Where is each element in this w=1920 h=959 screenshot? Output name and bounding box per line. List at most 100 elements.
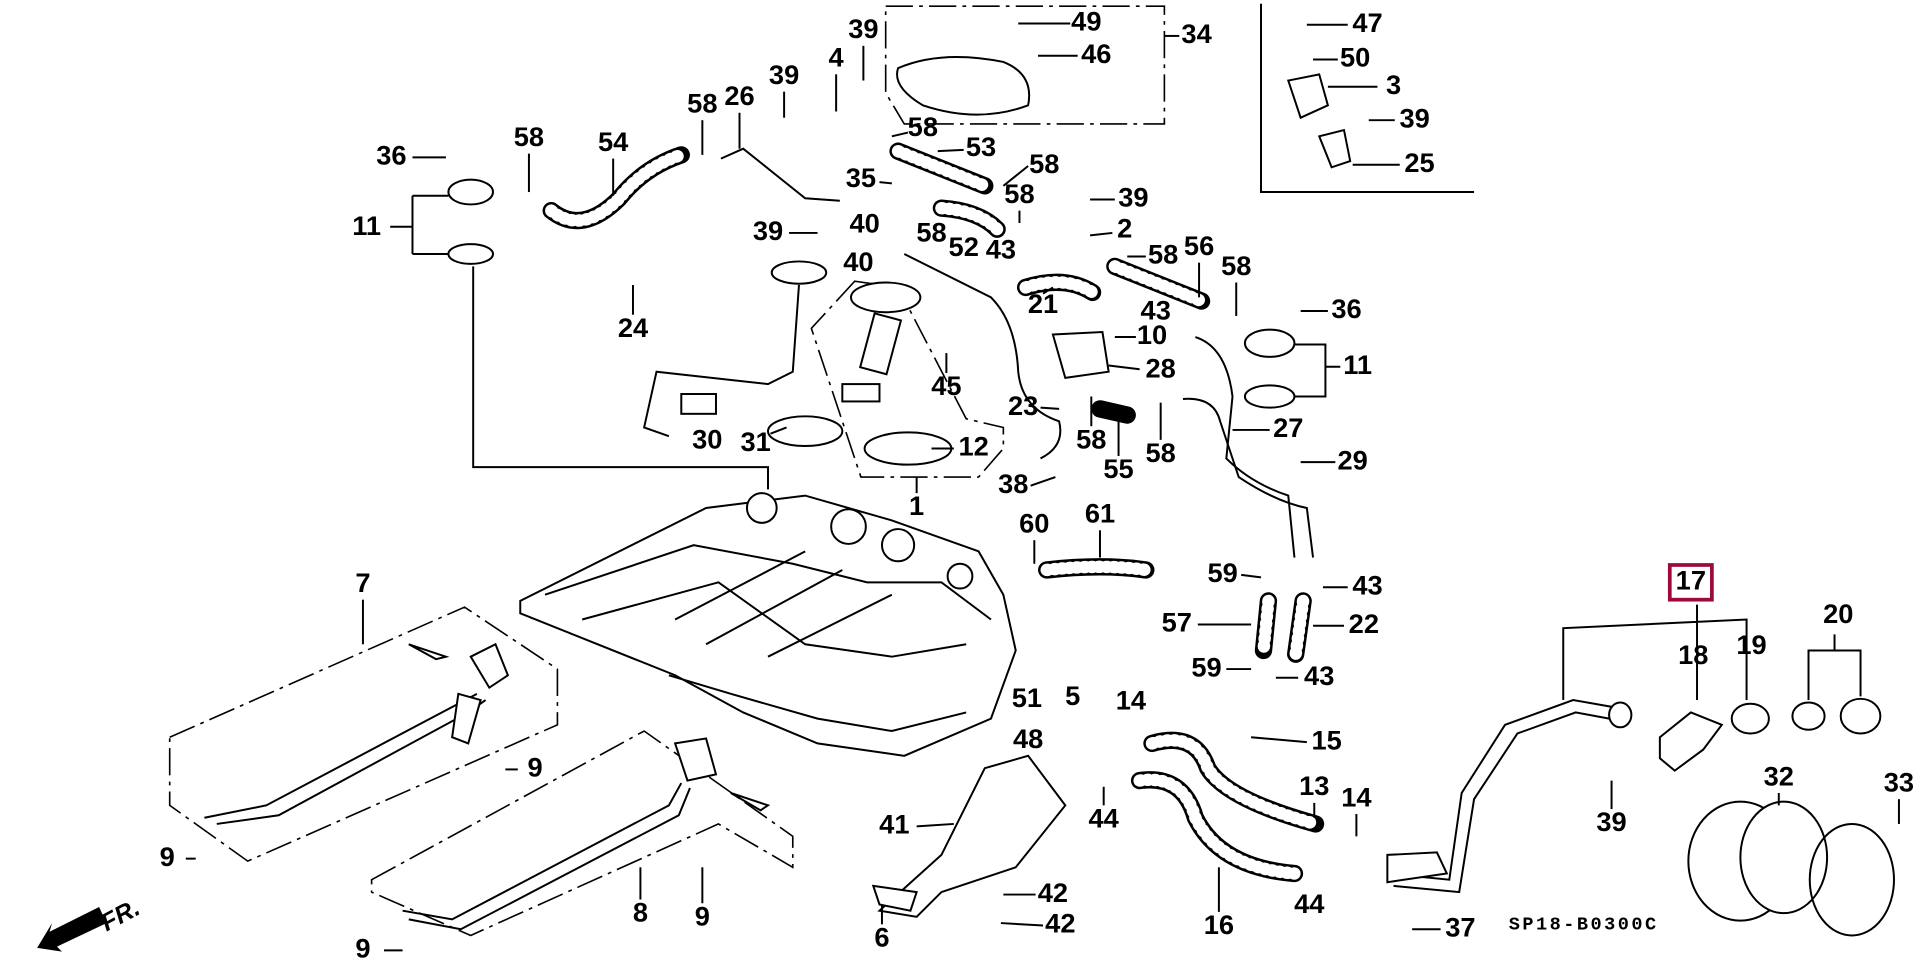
part-callout-4[interactable]: 4 (829, 42, 845, 73)
hose-16[interactable] (1130, 771, 1304, 883)
part-callout-39[interactable]: 39 (848, 13, 878, 44)
part-callout-7[interactable]: 7 (355, 567, 370, 598)
base-18[interactable] (1658, 711, 1724, 772)
part-callout-8[interactable]: 8 (633, 897, 648, 928)
fuel-line-23[interactable] (903, 253, 1062, 460)
part-callout-21[interactable]: 21 (1028, 288, 1058, 319)
part-callout-17[interactable]: 17 (1676, 565, 1706, 596)
bracket-25[interactable] (1317, 128, 1352, 169)
tank-strap-7[interactable] (204, 642, 510, 825)
part-callout-43[interactable]: 43 (986, 234, 1016, 265)
part-callout-59[interactable]: 59 (1207, 557, 1237, 588)
part-callout-46[interactable]: 46 (1081, 38, 1111, 69)
part-callout-5[interactable]: 5 (1065, 680, 1080, 711)
part-callout-54[interactable]: 54 (598, 126, 629, 157)
part-callout-58[interactable]: 58 (1148, 239, 1178, 270)
part-callout-10[interactable]: 10 (1137, 319, 1167, 350)
part-callout-39[interactable]: 39 (1399, 102, 1429, 133)
part-callout-18[interactable]: 18 (1678, 639, 1708, 670)
part-callout-9[interactable]: 9 (355, 933, 370, 959)
cap-11-right-upper[interactable] (1243, 328, 1296, 358)
part-callout-58[interactable]: 58 (908, 111, 938, 142)
part-callout-33[interactable]: 33 (1884, 766, 1914, 797)
access-cover-34[interactable] (896, 56, 1031, 116)
part-callout-39[interactable]: 39 (1596, 806, 1626, 837)
part-callout-58[interactable]: 58 (916, 216, 946, 247)
part-callout-24[interactable]: 24 (618, 312, 649, 343)
part-callout-42[interactable]: 42 (1045, 908, 1075, 939)
part-callout-43[interactable]: 43 (1141, 294, 1171, 325)
part-callout-14[interactable]: 14 (1116, 685, 1147, 716)
part-callout-58[interactable]: 58 (1029, 148, 1059, 179)
cap-20[interactable] (1839, 697, 1882, 735)
part-callout-58[interactable]: 58 (1004, 178, 1034, 209)
part-callout-50[interactable]: 50 (1340, 42, 1370, 73)
part-callout-40[interactable]: 40 (849, 208, 879, 239)
cap-11-upper[interactable] (447, 178, 494, 206)
part-callout-56[interactable]: 56 (1184, 230, 1214, 261)
bracket-6[interactable] (871, 884, 918, 912)
cap-11-right-lower[interactable] (1243, 384, 1296, 409)
part-callout-60[interactable]: 60 (1019, 508, 1049, 539)
fuel-line-27[interactable] (1195, 336, 1296, 558)
part-callout-41[interactable]: 41 (879, 809, 909, 840)
part-callout-36[interactable]: 36 (1331, 293, 1361, 324)
fuel-tank[interactable] (519, 492, 1017, 757)
part-callout-37[interactable]: 37 (1445, 911, 1475, 942)
part-callout-48[interactable]: 48 (1013, 723, 1043, 754)
part-callout-51[interactable]: 51 (1012, 682, 1042, 713)
fuel-pump-assembly[interactable] (841, 281, 922, 403)
part-callout-31[interactable]: 31 (740, 426, 770, 457)
tank-strap-8[interactable] (402, 737, 771, 931)
part-callout-2[interactable]: 2 (1117, 213, 1132, 244)
fuel-gauge-sender-30[interactable] (642, 260, 828, 438)
part-callout-43[interactable]: 43 (1352, 569, 1382, 600)
part-callout-6[interactable]: 6 (874, 921, 889, 952)
part-callout-26[interactable]: 26 (724, 80, 754, 111)
part-callout-14[interactable]: 14 (1341, 781, 1372, 812)
fuel-filler-pipe[interactable] (1386, 699, 1633, 894)
part-callout-28[interactable]: 28 (1146, 353, 1176, 384)
part-callout-3[interactable]: 3 (1386, 69, 1401, 100)
part-callout-9[interactable]: 9 (160, 841, 175, 872)
hose-52[interactable] (932, 199, 1006, 238)
part-callout-58[interactable]: 58 (687, 88, 717, 119)
part-callout-47[interactable]: 47 (1352, 7, 1382, 38)
part-callout-9[interactable]: 9 (528, 752, 543, 783)
part-callout-44[interactable]: 44 (1089, 802, 1120, 833)
hose-61[interactable] (1038, 558, 1155, 579)
part-callout-32[interactable]: 32 (1764, 760, 1794, 791)
gasket-31[interactable] (767, 415, 844, 448)
part-callout-36[interactable]: 36 (376, 140, 406, 171)
bracket-3[interactable] (1286, 73, 1330, 120)
part-callout-58[interactable]: 58 (514, 121, 544, 152)
part-callout-40[interactable]: 40 (843, 246, 873, 277)
part-callout-38[interactable]: 38 (998, 468, 1028, 499)
part-callout-58[interactable]: 58 (1146, 437, 1176, 468)
part-callout-23[interactable]: 23 (1008, 390, 1038, 421)
part-callout-34[interactable]: 34 (1181, 18, 1212, 49)
part-callout-58[interactable]: 58 (1221, 250, 1251, 281)
part-callout-13[interactable]: 13 (1299, 770, 1329, 801)
part-callout-12[interactable]: 12 (958, 431, 988, 462)
cap-11-lower[interactable] (447, 243, 494, 265)
part-callout-39[interactable]: 39 (753, 215, 783, 246)
part-callout-42[interactable]: 42 (1038, 877, 1068, 908)
part-callout-16[interactable]: 16 (1204, 909, 1234, 940)
part-callout-52[interactable]: 52 (949, 231, 979, 262)
part-callout-58[interactable]: 58 (1076, 423, 1106, 454)
part-callout-35[interactable]: 35 (846, 162, 876, 193)
part-callout-53[interactable]: 53 (966, 131, 996, 162)
heat-shield-41[interactable] (877, 754, 1067, 918)
part-callout-9[interactable]: 9 (695, 900, 710, 931)
part-callout-55[interactable]: 55 (1103, 453, 1133, 484)
part-callout-39[interactable]: 39 (1118, 182, 1148, 213)
part-callout-22[interactable]: 22 (1349, 608, 1379, 639)
part-callout-15[interactable]: 15 (1312, 724, 1342, 755)
part-callout-19[interactable]: 19 (1736, 629, 1766, 660)
part-callout-20[interactable]: 20 (1823, 598, 1853, 629)
part-callout-30[interactable]: 30 (692, 423, 722, 454)
part-callout-43[interactable]: 43 (1304, 660, 1334, 691)
ring-33[interactable] (1808, 822, 1895, 937)
part-callout-59[interactable]: 59 (1191, 651, 1221, 682)
